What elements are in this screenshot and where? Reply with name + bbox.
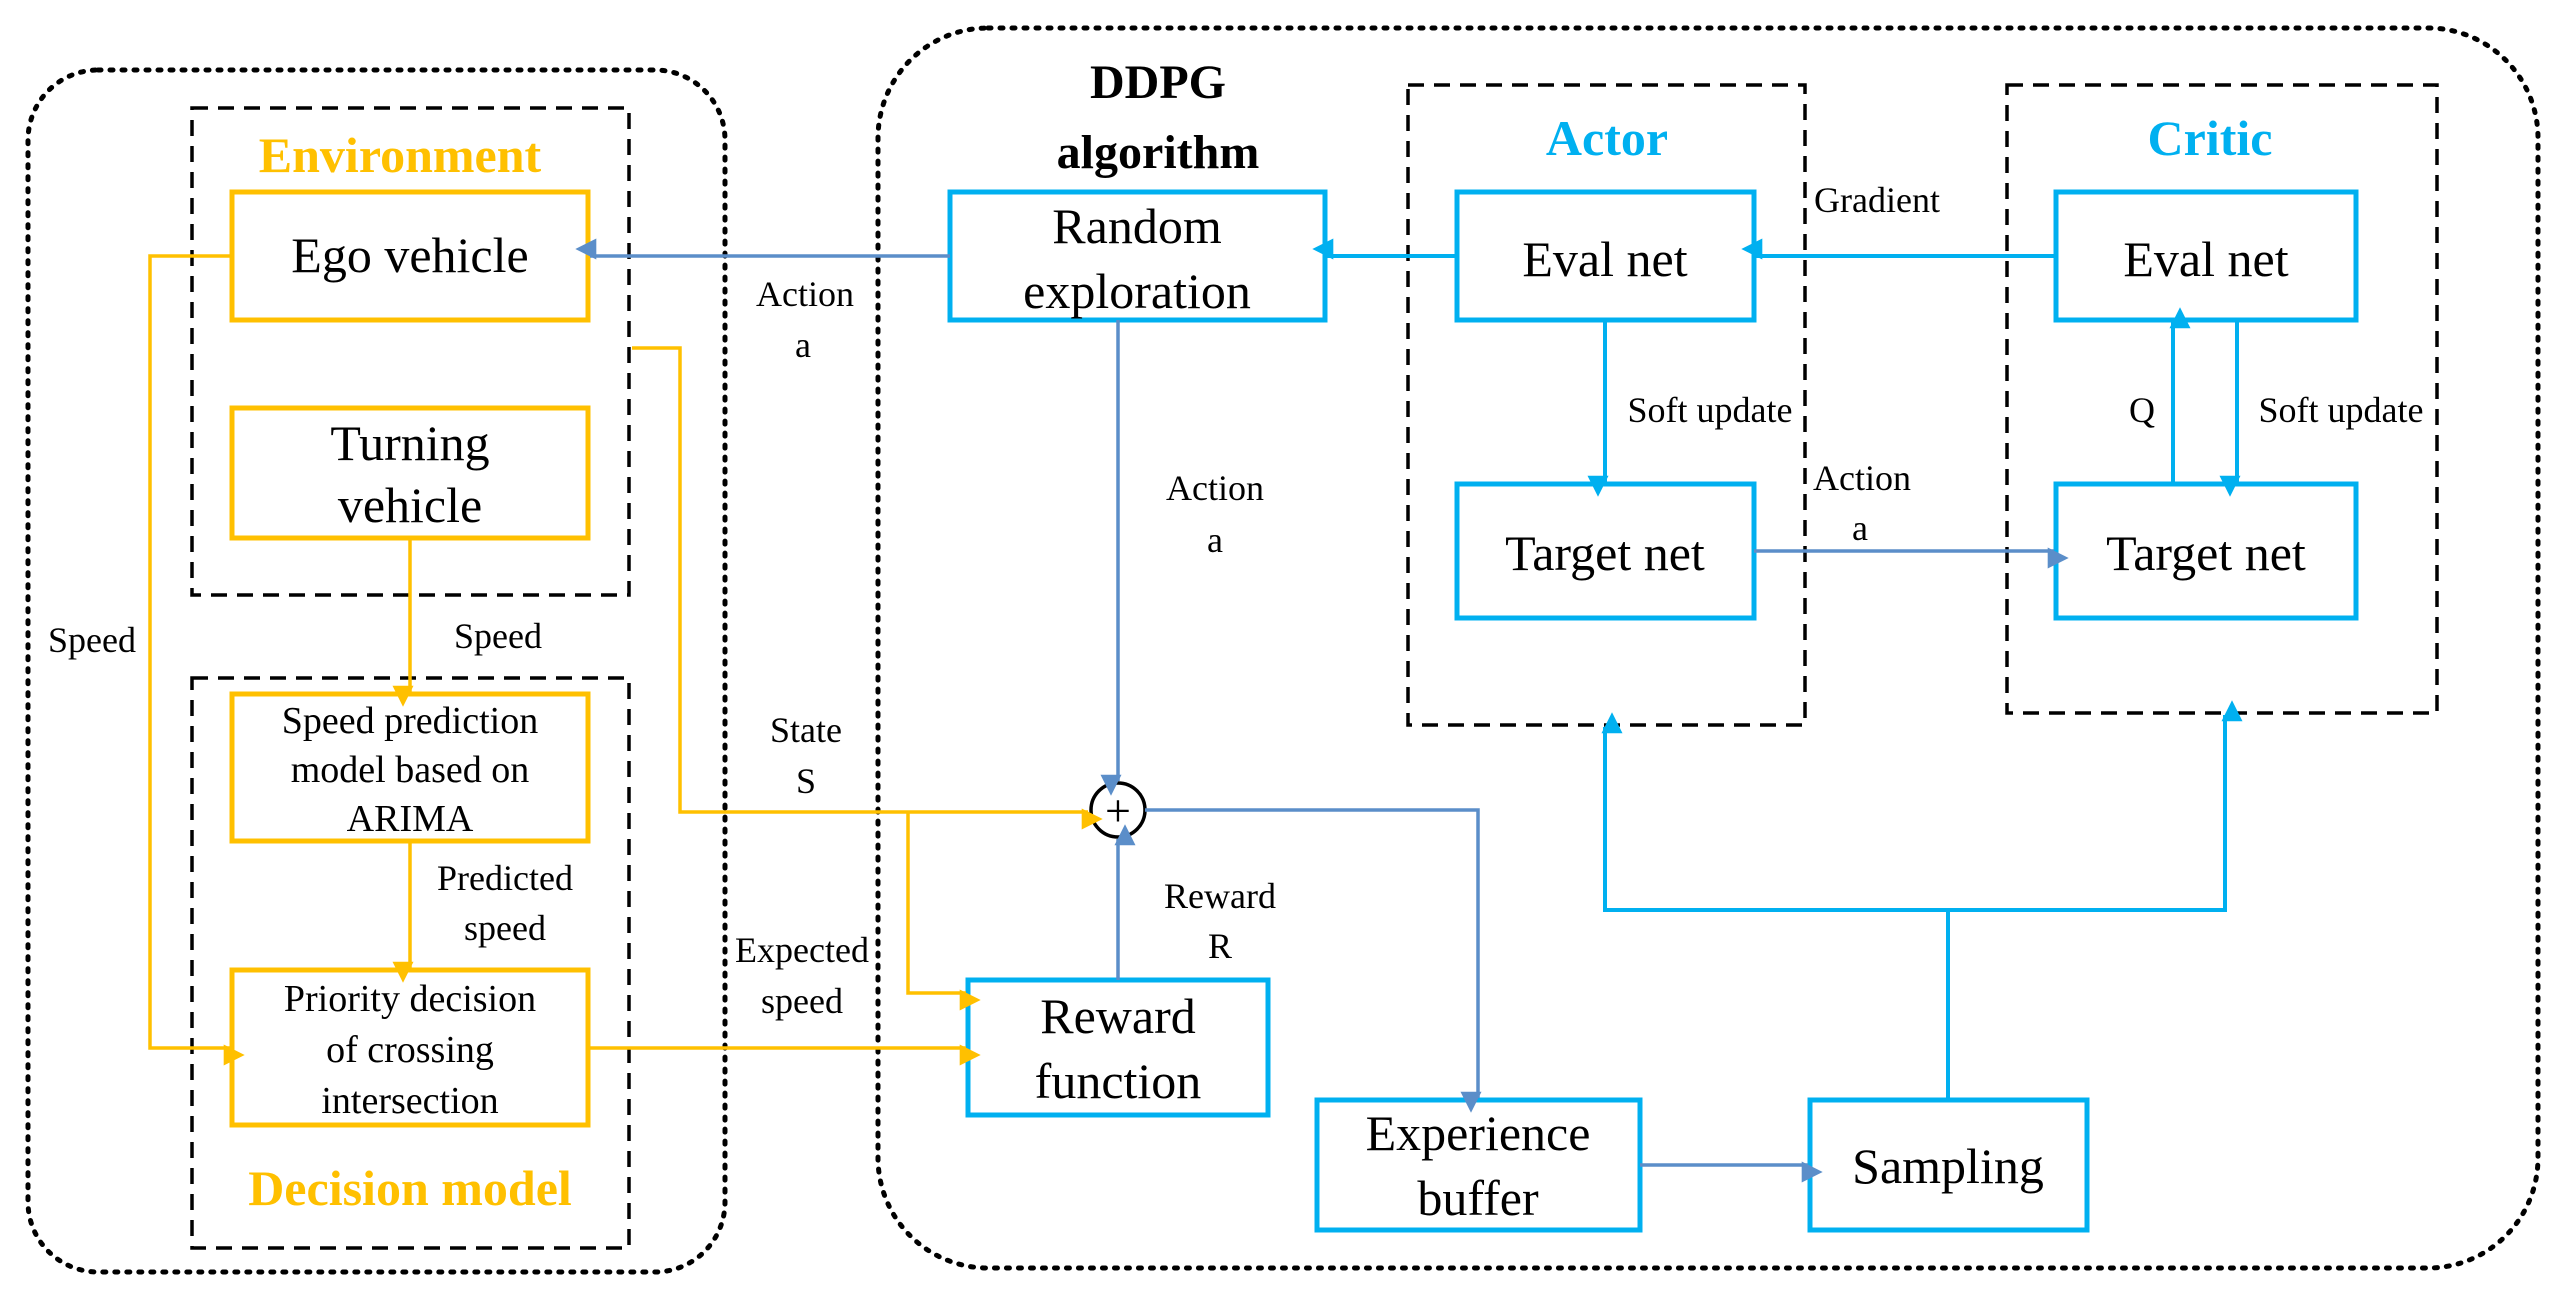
experience-buffer-box — [1314, 1097, 1643, 1233]
label-gradient: Gradient — [1814, 180, 1940, 220]
label-speed-left: Speed — [48, 620, 136, 660]
sampling-box — [1807, 1097, 2090, 1233]
reward-function-box — [965, 977, 1271, 1118]
label-action-ac-line1: Action — [1813, 458, 1911, 498]
arrow-state-to-reward — [906, 812, 981, 1011]
speed-prediction-line3: ARIMA — [347, 798, 474, 840]
arrow-sampling-to-actor — [1601, 712, 1948, 912]
label-state-line1: State — [770, 710, 842, 750]
label-action-to-ego-line1: Action — [756, 274, 854, 314]
turning-vehicle-box — [229, 405, 591, 541]
reward-function-line1: Reward — [1040, 988, 1196, 1044]
label-expected-speed-line2: speed — [761, 981, 843, 1021]
arrow-sum-to-buffer — [1145, 808, 1482, 1113]
ddpg-title-line2: algorithm — [1057, 126, 1260, 179]
label-reward-line2: R — [1208, 926, 1232, 966]
ego-vehicle-label: Ego vehicle — [291, 227, 528, 283]
critic-target-net-box — [2053, 481, 2359, 621]
label-action-ac-line2: a — [1852, 508, 1868, 548]
experience-buffer-line1: Experience — [1366, 1105, 1591, 1161]
critic-eval-net-box — [2053, 189, 2359, 323]
sum-symbol: + — [1105, 785, 1131, 836]
label-speed-turning: Speed — [454, 616, 542, 656]
label-actor-soft-update: Soft update — [1628, 390, 1793, 430]
random-exploration-line1: Random — [1052, 198, 1222, 254]
priority-decision-line2: of crossing — [326, 1029, 494, 1071]
actor-title: Actor — [1546, 110, 1668, 166]
actor-target-net-box — [1454, 481, 1757, 621]
priority-decision-line1: Priority decision — [284, 978, 536, 1020]
speed-prediction-line1: Speed prediction — [282, 700, 538, 742]
reward-function-line2: function — [1035, 1053, 1202, 1109]
environment-title: Environment — [259, 127, 542, 183]
label-action-down-line1: Action — [1166, 468, 1264, 508]
arrow-ego-speed-loop — [148, 254, 245, 1066]
label-action-down-line2: a — [1207, 520, 1223, 560]
label-action-to-ego-line2: a — [795, 325, 811, 365]
sampling-label: Sampling — [1852, 1138, 2044, 1194]
critic-target-net-label: Target net — [2106, 525, 2306, 581]
actor-target-net-label: Target net — [1505, 525, 1705, 581]
label-predicted-speed-line1: Predicted — [437, 858, 573, 898]
speed-prediction-line2: model based on — [291, 749, 530, 791]
environment-group — [190, 106, 631, 597]
turning-vehicle-label-line1: Turning — [330, 415, 489, 471]
left-panel-border — [25, 67, 728, 1275]
actor-eval-net-label: Eval net — [1522, 231, 1687, 287]
label-critic-soft-update: Soft update — [2259, 390, 2424, 430]
ddpg-title-line1: DDPG — [1090, 56, 1226, 109]
ego-vehicle-box — [229, 189, 591, 323]
label-q: Q — [2129, 390, 2155, 430]
label-state-line2: S — [796, 761, 816, 801]
arrow-sampling-to-critic — [1948, 700, 2243, 912]
critic-eval-net-label: Eval net — [2123, 231, 2288, 287]
experience-buffer-line2: buffer — [1417, 1170, 1539, 1226]
critic-group — [2005, 83, 2439, 715]
decision-model-title: Decision model — [248, 1160, 572, 1216]
label-expected-speed-line1: Expected — [735, 930, 869, 970]
arrow-ego-state-to-sum — [632, 346, 1103, 830]
right-panel-border — [875, 25, 2541, 1271]
label-predicted-speed-line2: speed — [464, 908, 546, 948]
priority-decision-line3: intersection — [321, 1080, 498, 1122]
random-exploration-line2: exploration — [1023, 263, 1251, 319]
turning-vehicle-label-line2: vehicle — [338, 477, 482, 533]
label-reward-line1: Reward — [1164, 876, 1276, 916]
critic-title: Critic — [2148, 110, 2273, 166]
